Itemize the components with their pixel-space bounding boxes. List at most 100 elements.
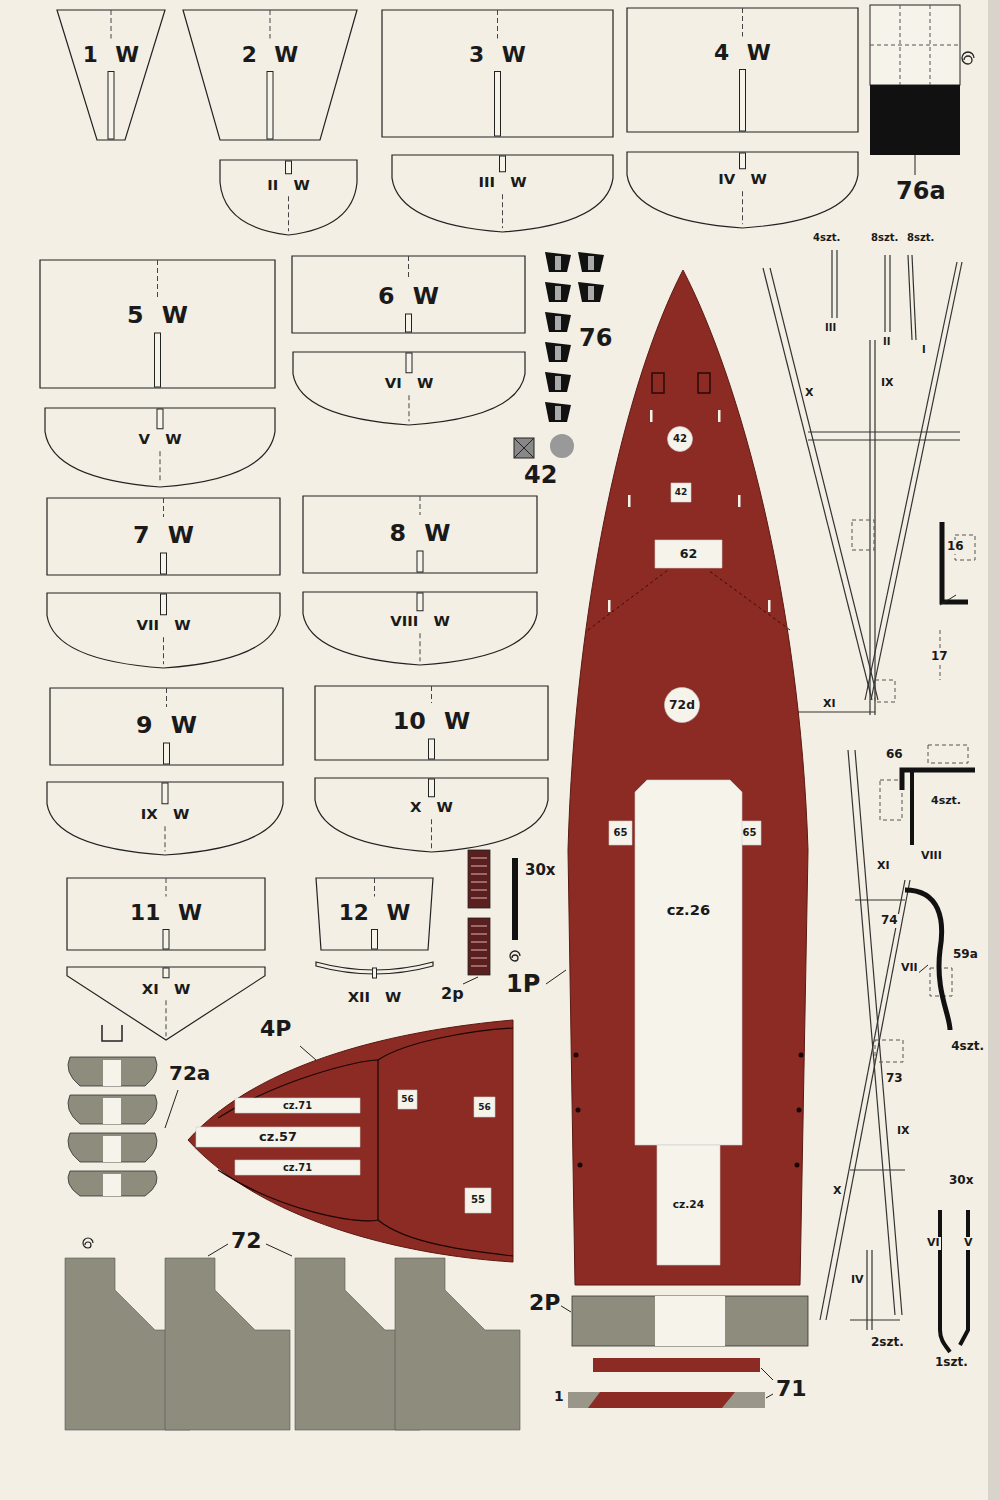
callout-number: 76 bbox=[578, 325, 613, 353]
frame-part: 8 W bbox=[303, 496, 537, 573]
frame-label: 11 W bbox=[67, 900, 265, 926]
part-field: 56 bbox=[474, 1097, 495, 1117]
frame-part: 7 W bbox=[47, 498, 280, 575]
part-number: 62 bbox=[655, 546, 722, 561]
deck-part: 4Pcz.71cz.57cz.71565655 bbox=[188, 1020, 513, 1262]
part-field: cz.24 bbox=[657, 1145, 720, 1265]
frame-part: 5 W bbox=[40, 260, 275, 388]
callout-number: 42 bbox=[523, 462, 558, 490]
callout-number: 4szt. bbox=[812, 232, 841, 244]
part-outline bbox=[392, 155, 613, 232]
callout-number: XI bbox=[822, 698, 837, 711]
frame-part: 2 W bbox=[183, 10, 357, 140]
part-field: 42 bbox=[667, 426, 693, 452]
part-outline bbox=[57, 10, 165, 140]
part-field: cz.57 bbox=[196, 1127, 360, 1147]
callout-number: 72a bbox=[168, 1062, 211, 1085]
part-number: cz.57 bbox=[196, 1129, 360, 1144]
frame-label: XI W bbox=[67, 980, 265, 998]
frame-part: XII W bbox=[316, 962, 433, 1008]
part-number: 72d bbox=[664, 698, 700, 713]
part-number: 65 bbox=[609, 827, 632, 839]
part-number: 42 bbox=[667, 433, 693, 445]
frame-part: VII W bbox=[47, 593, 280, 668]
callout-number: 1szt. bbox=[934, 1356, 969, 1370]
part-field: cz.71 bbox=[235, 1160, 360, 1175]
callout-number: VI bbox=[926, 1237, 941, 1250]
callout-number: 17 bbox=[930, 650, 949, 664]
callout-number: IX bbox=[896, 1125, 911, 1138]
callout-number: 16 bbox=[946, 540, 965, 554]
part-outline bbox=[635, 780, 742, 1145]
frame-label: III W bbox=[392, 174, 613, 192]
callout-number: 2p bbox=[440, 985, 465, 1003]
frame-label: 9 W bbox=[50, 711, 283, 740]
frame-part: 6 W bbox=[292, 256, 525, 333]
frame-label: IX W bbox=[47, 806, 283, 824]
frame-part: 11 W bbox=[67, 878, 265, 950]
part-outline bbox=[183, 10, 357, 140]
frame-label: II W bbox=[220, 176, 357, 194]
part-outline bbox=[67, 967, 265, 1040]
callout-number: 71 bbox=[775, 1376, 808, 1401]
frame-label: 2 W bbox=[183, 42, 357, 68]
callout-number: 72 bbox=[230, 1228, 263, 1253]
frame-label: 8 W bbox=[303, 519, 537, 548]
frame-part: 1 W bbox=[57, 10, 165, 140]
callout-number: II bbox=[882, 336, 891, 348]
frame-label: VIII W bbox=[303, 613, 537, 631]
callout-number: 2P bbox=[528, 1290, 561, 1315]
frame-part: IV W bbox=[627, 152, 858, 228]
callout-number: 74 bbox=[880, 914, 899, 928]
frame-label: 12 W bbox=[316, 900, 433, 926]
part-number: cz.71 bbox=[235, 1162, 360, 1174]
frame-label: 7 W bbox=[47, 521, 280, 550]
part-number: cz.24 bbox=[657, 1199, 720, 1212]
callout-number: X bbox=[832, 1185, 842, 1198]
frame-part: 10 W bbox=[315, 686, 548, 760]
frame-part: IX W bbox=[47, 782, 283, 855]
part-number: 55 bbox=[465, 1194, 491, 1206]
callout-number: 8szt. bbox=[870, 232, 899, 244]
callout-number: 30x bbox=[524, 862, 557, 879]
callout-number: 8szt. bbox=[906, 232, 935, 244]
callout-number: 66 bbox=[885, 748, 904, 762]
frame-label: IV W bbox=[627, 171, 858, 189]
frame-label: V W bbox=[45, 431, 275, 449]
part-number: 1P bbox=[506, 970, 540, 999]
frame-label: XII W bbox=[316, 988, 433, 1006]
frame-part: VIII W bbox=[303, 592, 537, 665]
frame-part: 3 W bbox=[382, 10, 613, 137]
callout-number: V bbox=[963, 1237, 974, 1250]
callout-number: 2szt. bbox=[870, 1336, 905, 1350]
part-field: cz.71 bbox=[235, 1098, 360, 1113]
frame-label: 4 W bbox=[627, 40, 858, 66]
part-outline bbox=[220, 160, 357, 235]
part-number: 42 bbox=[671, 487, 691, 498]
callout-number: IV bbox=[850, 1274, 865, 1287]
frame-label: VII W bbox=[47, 617, 280, 635]
callout-number: IX bbox=[880, 377, 895, 390]
frame-label: 1 W bbox=[57, 42, 165, 68]
frame-label: 6 W bbox=[292, 282, 525, 311]
frame-part: II W bbox=[220, 160, 357, 235]
callout-number: VIII bbox=[920, 850, 943, 863]
frame-part: XI W bbox=[67, 967, 265, 1040]
part-number: 56 bbox=[474, 1102, 495, 1113]
callout-number: 59a bbox=[952, 948, 979, 962]
frame-label: 10 W bbox=[315, 707, 548, 736]
part-field: 72d bbox=[664, 687, 700, 723]
part-field: cz.26 bbox=[635, 780, 742, 1145]
part-field: 65 bbox=[609, 821, 632, 845]
part-field: 55 bbox=[465, 1188, 491, 1213]
part-number: 56 bbox=[398, 1094, 417, 1105]
frame-label: 5 W bbox=[40, 301, 275, 330]
callout-number: XI bbox=[876, 860, 891, 873]
callout-number: 1 bbox=[553, 1388, 565, 1404]
part-outline bbox=[382, 10, 613, 137]
frame-part: III W bbox=[392, 155, 613, 232]
frame-part: 4 W bbox=[627, 8, 858, 132]
callout-number: 73 bbox=[885, 1072, 904, 1086]
part-field: 42 bbox=[671, 483, 691, 502]
callout-number: VII bbox=[900, 962, 919, 975]
